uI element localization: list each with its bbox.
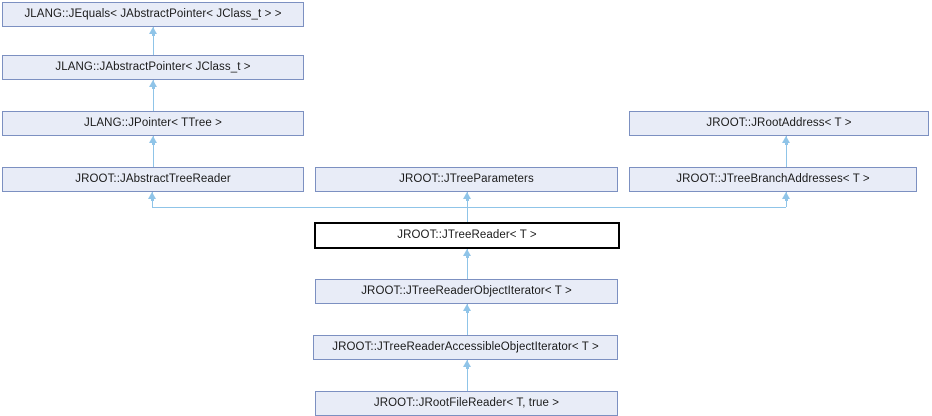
- class-node-jtreebranchaddresses[interactable]: JROOT::JTreeBranchAddresses< T >: [629, 167, 917, 192]
- class-node-label: JROOT::JTreeReaderObjectIterator< T >: [361, 284, 572, 297]
- class-node-label: JROOT::JRootAddress< T >: [706, 116, 852, 129]
- class-node-label: JROOT::JTreeReaderAccessibleObjectIterat…: [332, 340, 599, 353]
- inheritance-arrow-stem: [785, 198, 788, 201]
- inheritance-edge-vertical: [467, 360, 468, 391]
- inheritance-edge-vertical: [467, 304, 468, 335]
- inheritance-arrowhead-icon: [149, 27, 157, 34]
- inheritance-arrowhead-icon: [782, 192, 790, 199]
- class-node-jtreereaderobjectiterator[interactable]: JROOT::JTreeReaderObjectIterator< T >: [315, 279, 618, 304]
- inheritance-arrow-stem: [785, 142, 788, 145]
- inheritance-arrowhead-icon: [463, 304, 471, 311]
- inheritance-arrow-stem: [466, 366, 469, 369]
- inheritance-arrow-stem: [152, 86, 155, 89]
- class-node-jrootaddress[interactable]: JROOT::JRootAddress< T >: [629, 111, 929, 136]
- class-node-jabstractpointer[interactable]: JLANG::JAbstractPointer< JClass_t >: [2, 55, 304, 80]
- inheritance-arrowhead-icon: [149, 80, 157, 87]
- inheritance-arrow-stem: [466, 255, 469, 258]
- inheritance-arrowhead-icon: [782, 136, 790, 143]
- inheritance-edge-vertical: [467, 249, 468, 279]
- class-node-jrootfilereader[interactable]: JROOT::JRootFileReader< T, true >: [315, 391, 618, 416]
- class-node-jabstracttreereader[interactable]: JROOT::JAbstractTreeReader: [2, 167, 304, 192]
- inheritance-edge-vertical: [153, 27, 154, 55]
- inheritance-arrow-stem: [466, 310, 469, 313]
- inheritance-arrowhead-icon: [463, 249, 471, 256]
- inheritance-edge-vertical: [467, 192, 468, 222]
- inheritance-edge-vertical: [786, 136, 787, 167]
- class-node-jtreereader[interactable]: JROOT::JTreeReader< T >: [314, 222, 620, 249]
- inheritance-edge-horizontal: [152, 207, 786, 208]
- class-node-label: JLANG::JPointer< TTree >: [84, 116, 222, 129]
- class-node-label: JROOT::JRootFileReader< T, true >: [373, 396, 560, 409]
- inheritance-arrow-stem: [466, 198, 469, 201]
- class-node-label: JLANG::JAbstractPointer< JClass_t >: [55, 60, 251, 73]
- class-node-label: JROOT::JTreeParameters: [399, 172, 534, 185]
- class-node-jtreereaderaccessibleobjectiterator[interactable]: JROOT::JTreeReaderAccessibleObjectIterat…: [313, 335, 618, 360]
- inheritance-arrow-stem: [151, 198, 154, 201]
- inheritance-arrowhead-icon: [148, 192, 156, 199]
- class-node-label: JLANG::JEquals< JAbstractPointer< JClass…: [24, 7, 282, 20]
- inheritance-edge-vertical: [153, 80, 154, 111]
- class-node-label: JROOT::JTreeReader< T >: [397, 228, 537, 241]
- inheritance-arrowhead-icon: [463, 192, 471, 199]
- inheritance-edge-vertical: [153, 136, 154, 167]
- class-node-jequals[interactable]: JLANG::JEquals< JAbstractPointer< JClass…: [2, 2, 304, 27]
- inheritance-arrow-stem: [152, 33, 155, 36]
- class-node-jpointer[interactable]: JLANG::JPointer< TTree >: [2, 111, 304, 136]
- class-node-jtreeparameters[interactable]: JROOT::JTreeParameters: [315, 167, 618, 192]
- inheritance-arrowhead-icon: [149, 136, 157, 143]
- inheritance-arrowhead-icon: [463, 360, 471, 367]
- class-node-label: JROOT::JTreeBranchAddresses< T >: [676, 172, 870, 185]
- inheritance-arrow-stem: [152, 142, 155, 145]
- class-node-label: JROOT::JAbstractTreeReader: [75, 172, 231, 185]
